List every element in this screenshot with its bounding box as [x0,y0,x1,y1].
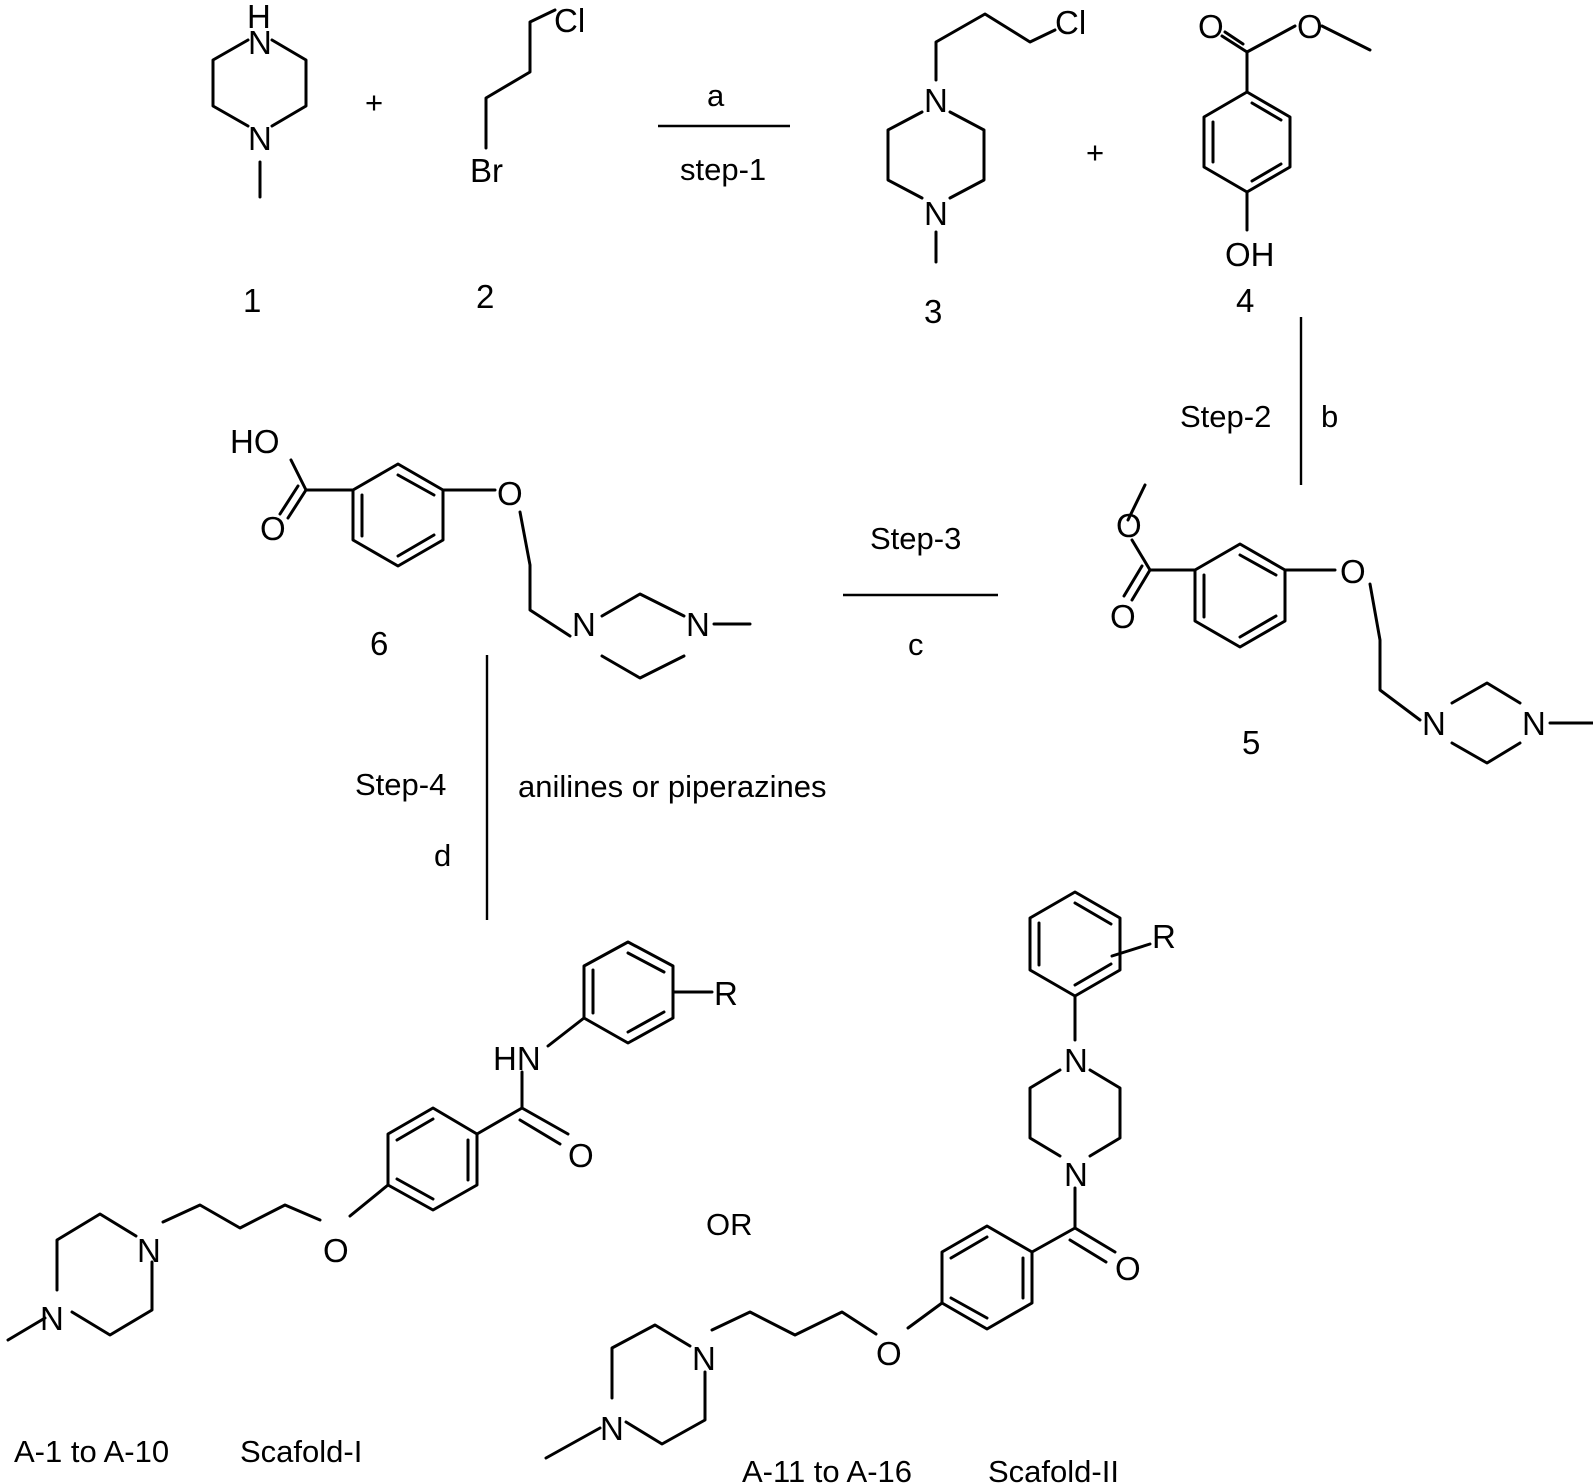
scaffold-2-structure: R N N O O N N [544,890,1176,1460]
atom-cl: Cl [1055,4,1086,41]
step-1-label: step-1 [680,152,766,187]
atom-h: H [247,0,271,35]
atom-hn: HN [493,1040,541,1077]
atom-n: N [572,606,596,643]
compound-3-structure: Cl N N [886,4,1086,264]
step-3-reagent: c [908,627,924,662]
compound-6-structure: HO O O N N [230,423,752,680]
atom-o: O [1115,1250,1141,1287]
compound-5-structure: O O O N N [1110,483,1593,765]
atom-o: O [568,1137,594,1174]
compound-3-label: 3 [924,293,942,330]
compound-2-structure: Cl Br [470,2,585,189]
atom-ho: HO [230,423,280,460]
step-4-condition: anilines or piperazines [518,769,826,804]
atom-r: R [714,975,738,1012]
step-4-reagent: d [434,838,451,873]
atom-oh: OH [1225,236,1275,273]
atom-o: O [1340,553,1366,590]
plus-sign: + [365,85,383,120]
atom-o: O [1297,8,1323,45]
atom-o: O [1116,507,1142,544]
atom-n: N [137,1232,161,1269]
atom-n: N [924,195,948,232]
atom-o: O [497,475,523,512]
scaffold-1-structure: R HN O O N N [6,940,738,1342]
atom-n: N [924,82,948,119]
atom-n: N [1422,705,1446,742]
compound-4-label: 4 [1236,282,1254,319]
atom-n: N [600,1410,624,1447]
scaffold-2-range: A-11 to A-16 [742,1454,912,1484]
compound-2-label: 2 [476,278,494,315]
atom-n: N [248,120,272,157]
atom-o: O [1110,598,1136,635]
step-1-reagent: a [707,78,725,113]
atom-n: N [248,24,272,61]
atom-cl: Cl [554,2,585,39]
compound-1-structure: H N N [211,0,308,199]
scaffold-1-range: A-1 to A-10 [14,1434,169,1469]
atom-n: N [1522,705,1546,742]
or-separator: OR [706,1207,753,1242]
atom-o: O [1198,8,1224,45]
atom-o: O [876,1335,902,1372]
compound-1-label: 1 [243,282,261,319]
step-2-reagent: b [1321,399,1338,434]
compound-4-structure: O O OH [1198,8,1372,273]
atom-n: N [686,606,710,643]
scaffold-1-name: Scafold-I [240,1434,362,1469]
atom-o: O [323,1232,349,1269]
atom-n: N [40,1300,64,1337]
step-3-label: Step-3 [870,521,961,556]
atom-n: N [692,1340,716,1377]
compound-5-label: 5 [1242,724,1260,761]
step-4-label: Step-4 [355,767,446,802]
atom-n: N [1064,1156,1088,1193]
plus-sign: + [1086,135,1104,170]
atom-n: N [1064,1042,1088,1079]
atom-o: O [260,510,286,547]
compound-6-label: 6 [370,625,388,662]
atom-r: R [1152,918,1176,955]
atom-br: Br [470,152,503,189]
step-2-label: Step-2 [1180,399,1271,434]
scaffold-2-name: Scafold-II [988,1454,1119,1484]
